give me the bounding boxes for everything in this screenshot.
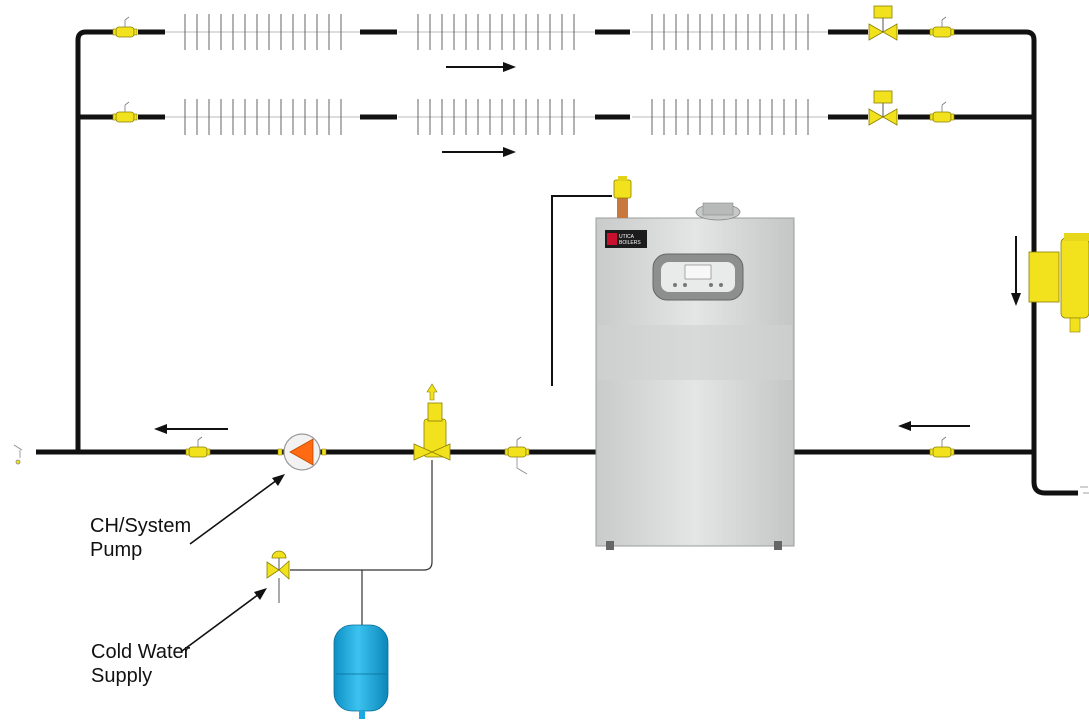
drain-cock-right: [1080, 486, 1089, 494]
flow-arrows: [154, 62, 1021, 434]
zone-valve-lower: [868, 90, 898, 126]
arrow-left-flow-icon: [154, 424, 228, 434]
expansion-tank: [333, 624, 389, 719]
dirt-separator: [1028, 233, 1089, 333]
radiator-lower-1: [165, 98, 360, 136]
ball-valve-lower-right: [929, 101, 955, 123]
cold-water-pointer: [181, 593, 260, 652]
ball-valve-lower-left: [112, 101, 138, 123]
ball-valve-flow-left: [185, 436, 211, 458]
cold-feed-line: [290, 460, 433, 571]
drain-cock-boiler: [516, 457, 528, 475]
air-vent-line: [551, 195, 612, 386]
boiler-brand-line2: BOILERS: [619, 240, 641, 246]
arrow-down-return-icon: [1011, 236, 1021, 306]
ball-valve-upper-left: [112, 16, 138, 38]
ball-valve-return: [929, 436, 955, 458]
radiator-lower-2: [398, 98, 595, 136]
boiler: UTICA BOILERS: [595, 202, 795, 550]
pointer-lines: [181, 474, 285, 652]
air-vent: [613, 176, 632, 218]
cold-water-supply-label: Cold Water Supply: [91, 641, 191, 687]
arrow-left-return-icon: [898, 421, 970, 431]
safety-valve: [413, 383, 451, 461]
cold-water-valve: [266, 550, 290, 603]
arrow-right-lower-icon: [442, 147, 516, 157]
pump-label: CH/System Pump: [90, 515, 192, 561]
pipework: [36, 29, 1078, 496]
radiator-lower-3: [632, 98, 828, 136]
drain-cock-left: [13, 444, 23, 465]
radiator-upper-3: [632, 13, 828, 51]
boiler-brand-line1: UTICA: [619, 234, 635, 240]
ch-system-pump: [277, 433, 327, 471]
boiler-display: [684, 264, 712, 280]
radiator-upper-2: [398, 13, 595, 51]
pump-pointer: [189, 479, 278, 545]
ball-valve-flow-boiler: [504, 436, 530, 458]
radiator-upper-1: [165, 13, 360, 51]
left-riser-pipe: [75, 29, 113, 452]
ball-valve-upper-right: [929, 16, 955, 38]
zone-valve-upper: [868, 5, 898, 41]
arrow-right-upper-icon: [446, 62, 516, 72]
